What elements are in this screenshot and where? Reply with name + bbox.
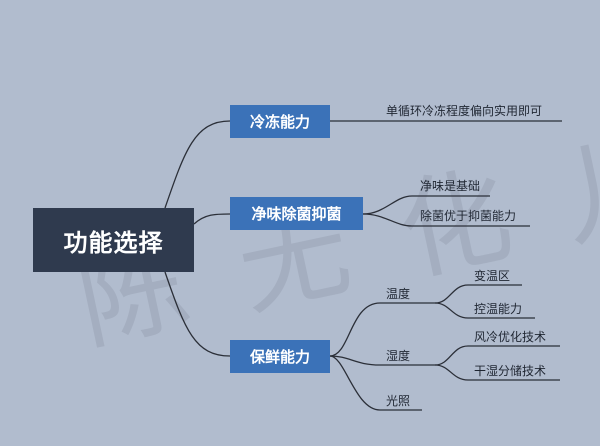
leaf-humidity-2: 干湿分储技术 — [474, 364, 547, 378]
connector-b3-light — [329, 355, 381, 411]
leaf-temperature-1: 变温区 — [474, 269, 511, 283]
connector-b3-temp — [329, 302, 381, 357]
leaf-temperature-2: 控温能力 — [474, 302, 523, 316]
leaf-humidity-1: 风冷优化技术 — [474, 330, 547, 344]
connector-temp-leaf2 — [434, 302, 469, 319]
branch-label: 净味除菌抑菌 — [251, 205, 342, 223]
branch-label: 冷冻能力 — [249, 113, 310, 131]
connector-humid-leaf2 — [434, 364, 469, 381]
root-label: 功能选择 — [63, 228, 164, 257]
connector-root-b1 — [164, 120, 231, 209]
leaf-deodorize-2: 除菌优于抑菌能力 — [420, 209, 517, 223]
connector-temp-leaf1 — [434, 284, 469, 304]
root-node: 功能选择 — [33, 208, 194, 272]
leaf-deodorize-1: 净味是基础 — [420, 179, 481, 193]
leaf-freezing-1: 单循环冷冻程度偏向实用即可 — [386, 104, 543, 118]
connector-b3-humid — [329, 355, 381, 366]
branch-label: 保鲜能力 — [249, 348, 310, 366]
connector-humid-leaf1 — [434, 345, 469, 366]
subbranch-light: 光照 — [386, 394, 411, 408]
branch-node-freezing: 冷冻能力 — [230, 105, 330, 138]
connector-b2-leaf1 — [362, 195, 413, 215]
branch-node-deodorize: 净味除菌抑菌 — [230, 197, 363, 230]
connector-b2-leaf2 — [362, 213, 413, 227]
subbranch-temperature: 温度 — [386, 287, 411, 301]
subbranch-humidity: 湿度 — [386, 349, 411, 363]
branch-node-freshness: 保鲜能力 — [230, 340, 330, 373]
connector-root-b3 — [164, 271, 231, 357]
connector-root-b2 — [193, 213, 231, 225]
